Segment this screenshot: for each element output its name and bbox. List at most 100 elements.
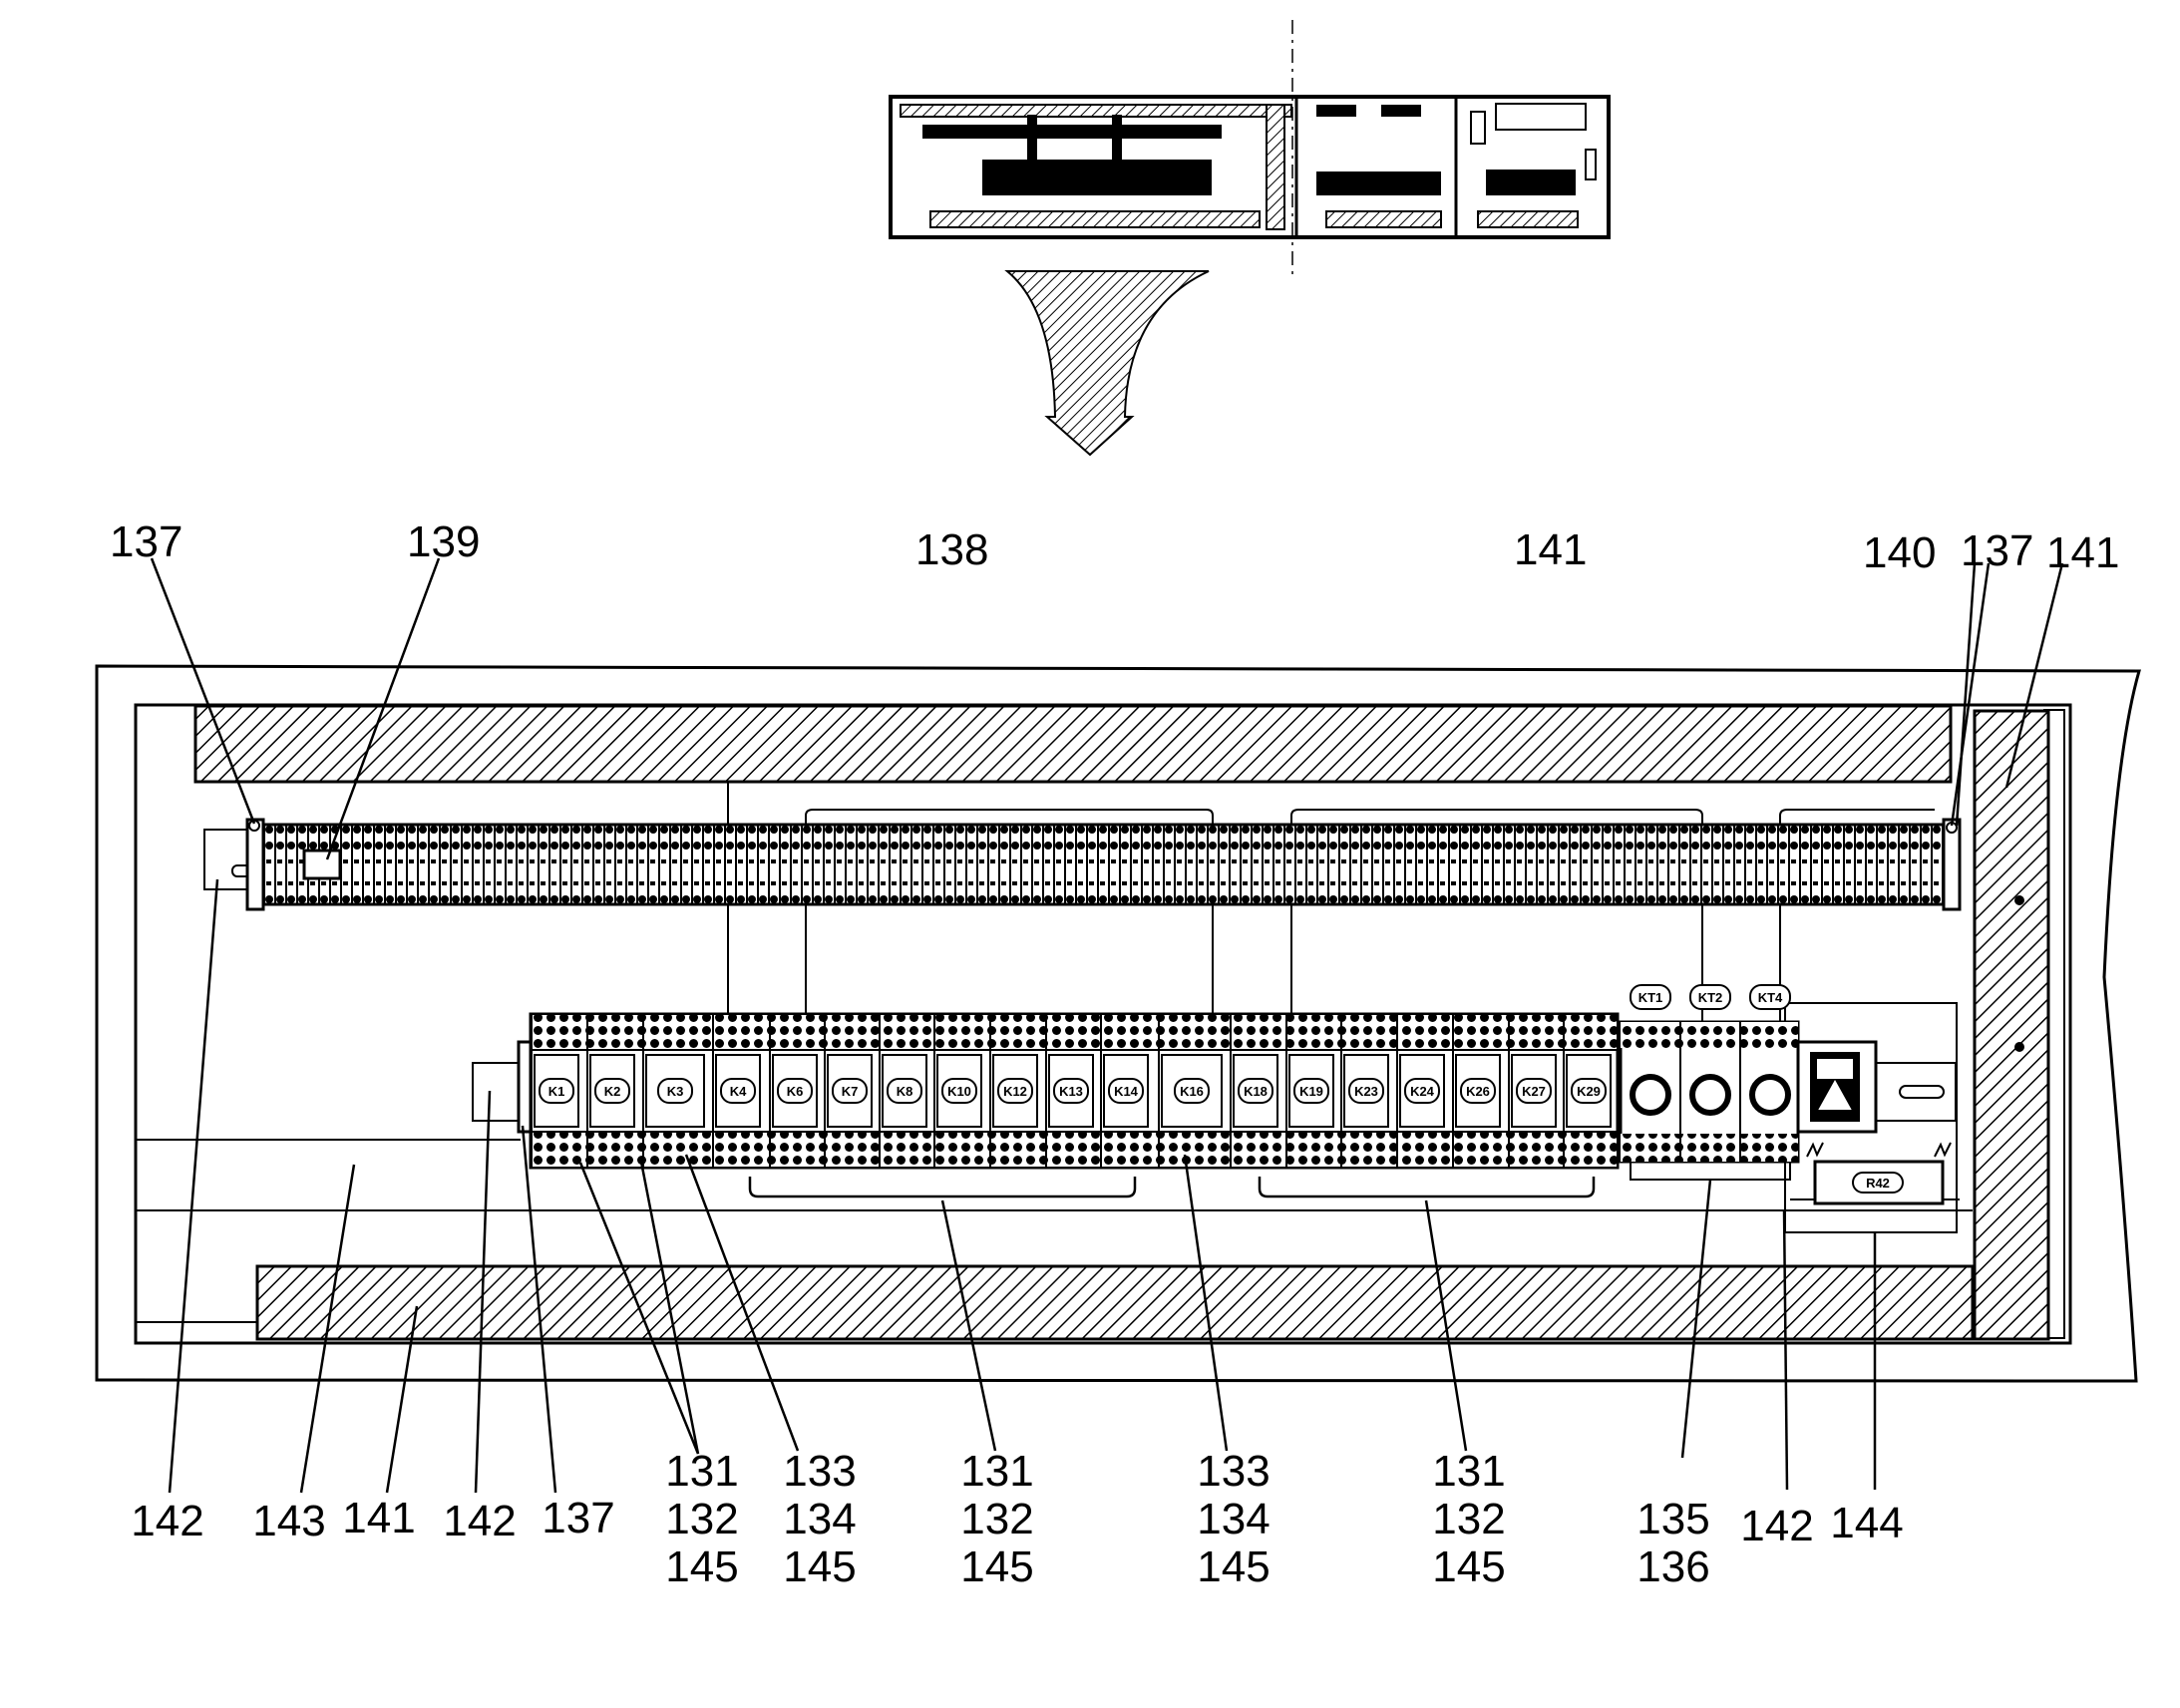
relay-label: K1 [548, 1084, 565, 1099]
reference-labels: 137 139 138 141 140 137 141 [110, 517, 2119, 577]
bottom-label-group: 137 [542, 1494, 614, 1542]
bottom-label-line: 145 [1432, 1542, 1505, 1591]
relay-k29: K29 [1563, 1014, 1612, 1168]
hatched-wall-right [1973, 709, 2050, 1341]
relay-k12: K12 [989, 1014, 1038, 1168]
bottom-label-line: 132 [960, 1495, 1033, 1543]
label-137-right: 137 [1961, 526, 2033, 575]
relay-label: K14 [1114, 1084, 1139, 1099]
relay-label: K19 [1299, 1084, 1323, 1099]
zoom-arrow [1004, 270, 1210, 457]
relay-label: K7 [842, 1084, 859, 1099]
leader-lines [150, 557, 2064, 1494]
timer-kt4: KT4 [1749, 984, 1791, 1010]
bottom-label-line: 145 [783, 1542, 856, 1591]
bottom-label-group: 143 [252, 1497, 325, 1545]
relay-k19: K19 [1285, 1014, 1334, 1168]
relay-k24: K24 [1396, 1014, 1445, 1168]
bottom-label-line: 134 [1197, 1495, 1270, 1543]
relay-label: K3 [667, 1084, 684, 1099]
overview-drawing [889, 20, 1611, 279]
relay-label: K4 [730, 1084, 747, 1099]
resistor-label: R42 [1866, 1176, 1890, 1191]
relay-k8: K8 [879, 1014, 927, 1168]
bottom-label-line: 142 [1740, 1502, 1813, 1550]
relay-label: K6 [787, 1084, 804, 1099]
relay-label: K13 [1059, 1084, 1083, 1099]
bottom-label-line: 137 [542, 1494, 614, 1542]
relay-label: K23 [1354, 1084, 1378, 1099]
bottom-label-line: 135 [1636, 1495, 1709, 1543]
relay-label: K18 [1244, 1084, 1268, 1099]
relay-k23: K23 [1340, 1014, 1389, 1168]
label-139: 139 [407, 517, 480, 566]
bottom-label-line: 144 [1830, 1499, 1903, 1547]
relay-label: K16 [1180, 1084, 1204, 1099]
timer-label: KT1 [1638, 990, 1663, 1005]
relay-k6: K6 [769, 1014, 818, 1168]
bottom-label-line: 131 [1432, 1447, 1505, 1496]
bottom-label-line: 131 [960, 1447, 1033, 1496]
relay-k3: K3 [642, 1014, 705, 1168]
label-137-left: 137 [110, 517, 182, 566]
bottom-label-line: 134 [783, 1495, 856, 1543]
relay-k1: K1 [531, 1014, 579, 1168]
label-141-top: 141 [1514, 525, 1587, 574]
relay-label: K24 [1410, 1084, 1435, 1099]
bottom-label-line: 145 [960, 1542, 1033, 1591]
bottom-label-group: 142 [443, 1497, 516, 1545]
label-140: 140 [1863, 528, 1936, 577]
relay-k27: K27 [1508, 1014, 1557, 1168]
relay-modules: K1 K2 K3 K4 K6 K7 K8 K10 K12 K13 K14 K16 K18 K19 K23 K2… [531, 1014, 1612, 1168]
relay-label: K12 [1003, 1084, 1027, 1099]
bottom-label-group: 142 [1740, 1502, 1813, 1550]
bottom-label-line: 133 [1197, 1447, 1270, 1496]
bottom-label-line: 142 [443, 1497, 516, 1545]
bottom-label-line: 136 [1636, 1542, 1709, 1591]
bottom-label-line: 132 [665, 1495, 738, 1543]
relay-k7: K7 [824, 1014, 873, 1168]
timer-label: KT4 [1758, 990, 1783, 1005]
relay-label: K29 [1577, 1084, 1601, 1099]
label-138: 138 [915, 525, 988, 574]
relay-label: K10 [947, 1084, 971, 1099]
relay-k10: K10 [933, 1014, 982, 1168]
bottom-label-group: 141 [342, 1494, 415, 1542]
timer-labels: KT1 KT2 KT4 [1630, 984, 1791, 1010]
relay-k14: K14 [1100, 1014, 1149, 1168]
timer-kt1: KT1 [1630, 984, 1671, 1010]
bottom-label-line: 145 [1197, 1542, 1270, 1591]
hatched-wall-bottom [255, 1264, 1975, 1341]
relay-k26: K26 [1452, 1014, 1501, 1168]
hatched-wall-top [193, 704, 1953, 784]
terminal-strip [203, 818, 1962, 911]
relay-label: K2 [604, 1084, 621, 1099]
bottom-label-line: 143 [252, 1497, 325, 1545]
relay-label: K26 [1466, 1084, 1490, 1099]
bottom-label-line: 145 [665, 1542, 738, 1591]
bottom-label-line: 142 [131, 1497, 203, 1545]
relay-rail: K1 K2 K3 K4 K6 K7 K8 K10 K12 K13 K14 K16 K18 K19 K23 K2… [472, 1012, 1620, 1170]
bottom-label-line: 131 [665, 1447, 738, 1496]
bottom-label-group: 144 [1830, 1499, 1903, 1547]
timer-kt2: KT2 [1689, 984, 1731, 1010]
relay-label: K27 [1522, 1084, 1546, 1099]
label-141-right: 141 [2046, 528, 2119, 577]
relay-k16: K16 [1158, 1014, 1223, 1168]
bottom-label-group: 142 [131, 1497, 203, 1545]
relay-k2: K2 [586, 1014, 635, 1168]
bottom-label-line: 141 [342, 1494, 415, 1542]
relay-k18: K18 [1230, 1014, 1278, 1168]
protection-module [1796, 1040, 1957, 1134]
timer-label: KT2 [1698, 990, 1723, 1005]
timer-group: KT1 KT2 KT4 [1619, 984, 1800, 1181]
relay-k4: K4 [712, 1014, 761, 1168]
